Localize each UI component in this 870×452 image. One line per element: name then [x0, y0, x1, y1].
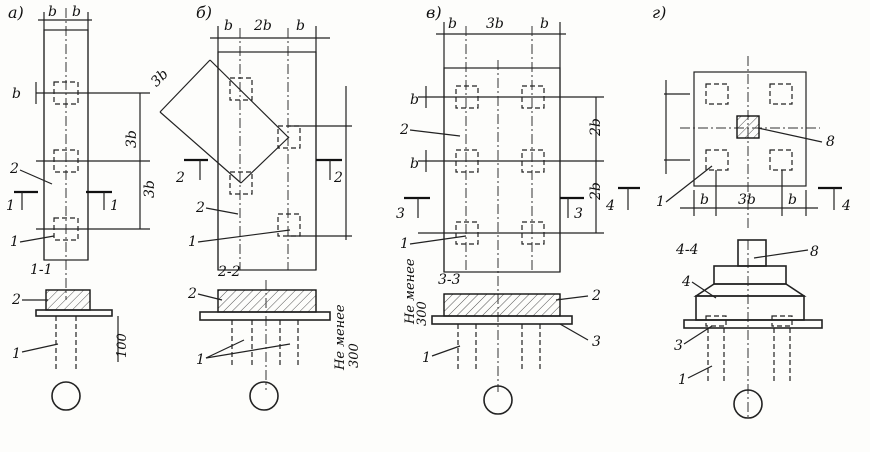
sec-b-left: 2 — [175, 170, 185, 186]
sec-a-label-1: 1 — [12, 346, 21, 362]
dim-g-3: b — [788, 192, 797, 208]
sec-g-label-1: 1 — [678, 372, 687, 388]
dim-v-left-2: b — [410, 156, 419, 172]
sec-a-title: 1-1 — [30, 262, 53, 278]
dim-b-1: b — [224, 18, 233, 34]
dim-b-3: b — [296, 18, 305, 34]
sec-b-title: 2-2 — [217, 264, 241, 280]
dim-g-1: b — [700, 192, 709, 208]
panel-b-letter: б) — [196, 3, 212, 22]
dim-v-right-2: 2b — [588, 182, 604, 201]
dim-v-3: b — [540, 16, 549, 32]
panel-a-letter: а) — [8, 3, 24, 22]
sec-g-4: 4 — [841, 198, 851, 214]
dim-a-b2: b — [72, 4, 81, 20]
label-b-2: 2 — [195, 200, 205, 216]
sec-b-note: Не менее — [333, 304, 348, 371]
sec-b-label-2: 2 — [187, 286, 197, 302]
sec-a-dim: 100 — [115, 333, 130, 358]
label-v-1: 1 — [400, 236, 409, 252]
sec-a-left: 1 — [6, 198, 15, 214]
dim-a-3b-2: 3b — [142, 180, 158, 198]
sec-b-note-val: 300 — [347, 343, 362, 368]
sec-v-note-val: 300 — [415, 301, 430, 326]
sec-a-right: 1 — [110, 198, 119, 214]
sec-g-label-8: 8 — [810, 244, 819, 260]
sec-v-title: 3-3 — [438, 272, 461, 288]
sec-v-label-2: 2 — [591, 288, 601, 304]
sec-g-label-3: 3 — [674, 338, 683, 354]
label-g-8: 8 — [826, 134, 835, 150]
panel-g-letter: г) — [652, 3, 666, 22]
sec-g-label-4: 4 — [681, 274, 691, 290]
dim-v-left-1: b — [410, 92, 419, 108]
label-g-1: 1 — [656, 194, 665, 210]
panel-b: б) b 2b b 3b 2 1 2 2 2-2 — [148, 3, 362, 411]
sec-b-label-1: 1 — [196, 352, 205, 368]
sec-v-label-1: 1 — [422, 350, 431, 366]
sec-b-right: 2 — [333, 170, 343, 186]
panel-a: а) b b b 3b 3b 2 1 1 1 1- — [6, 3, 158, 411]
dim-g-2: 3b — [738, 192, 756, 208]
dim-v-1: b — [448, 16, 457, 32]
sec-g-title: 4-4 — [675, 242, 699, 258]
label-a-1: 1 — [10, 234, 19, 250]
dim-a-side: b — [12, 86, 21, 102]
sec-v-label-3: 3 — [592, 334, 601, 350]
dim-a-3b-1: 3b — [124, 130, 140, 148]
label-a-2: 2 — [9, 161, 19, 177]
panel-v: в) b 3b b b b 2b 2b 2 1 3 3 — [396, 3, 640, 415]
dim-b-2: 2b — [253, 18, 272, 34]
dim-b-diag: 3b — [148, 66, 172, 90]
panel-g: г) b 3b b 8 1 4 4-4 — [652, 3, 851, 420]
sec-a-label-2: 2 — [11, 292, 21, 308]
dim-v-2: 3b — [486, 16, 504, 32]
dim-v-right-1: 2b — [588, 118, 604, 137]
label-v-2: 2 — [399, 122, 409, 138]
sec-v-right: 3 — [574, 206, 583, 222]
sec-v-note: Не менее — [403, 258, 418, 325]
label-b-1: 1 — [188, 234, 197, 250]
sec-v-left: 3 — [396, 206, 405, 222]
dim-a-b1: b — [48, 4, 57, 20]
panel-v-letter: в) — [426, 3, 442, 22]
sec-v-4: 4 — [605, 198, 615, 214]
